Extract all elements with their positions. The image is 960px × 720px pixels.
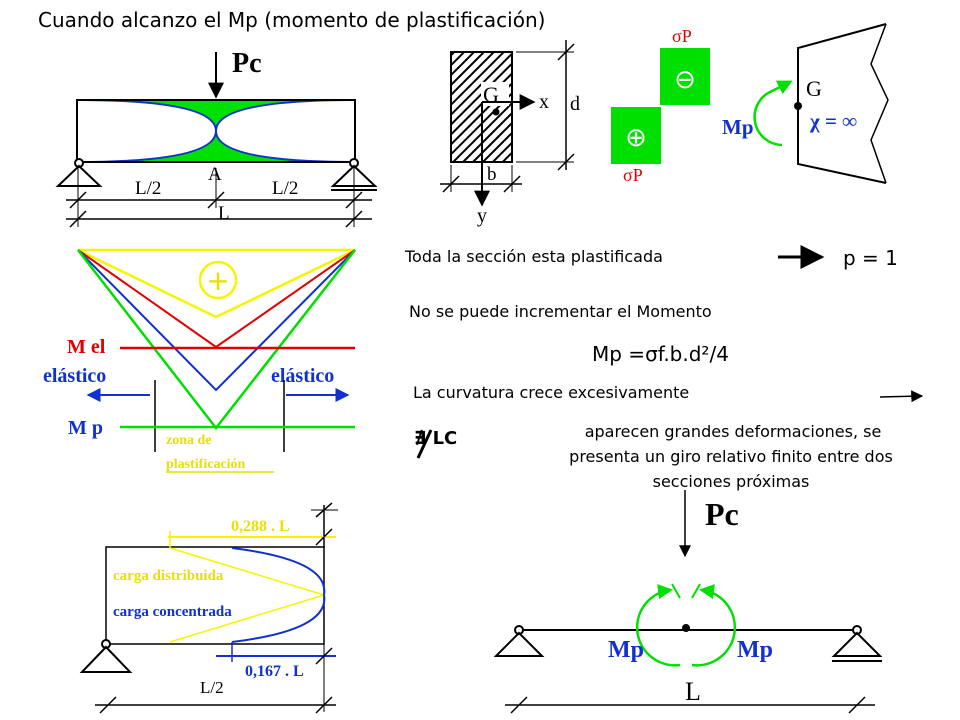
compression-sign: ⊖ — [674, 65, 696, 95]
right-roller-support — [831, 631, 883, 657]
left-pin-support — [55, 164, 103, 187]
plus-sign: + — [206, 264, 229, 297]
deformations-text: secciones próximas — [653, 472, 810, 491]
load-label: Pc — [232, 48, 262, 79]
moment-label: Mp — [722, 115, 754, 139]
statements: Toda la sección esta plastificada p = 1 … — [404, 245, 924, 491]
deformations-text: presenta un giro relativo finito entre d… — [569, 447, 893, 466]
yellow-moment-line — [77, 248, 356, 319]
section-outline — [797, 23, 887, 184]
half-span-label: L/2 — [200, 678, 224, 697]
span-label: L — [685, 677, 701, 706]
plastic-boundary-curve — [76, 99, 356, 163]
lc-marker: ∄ LC — [414, 428, 457, 449]
half-span-label: L/2 — [135, 178, 161, 199]
m-p-label: M p — [68, 417, 103, 439]
dimension-bottom-label: 0,167 . L — [245, 663, 304, 680]
section-rotation-detail: G Mp χ = ∞ — [722, 23, 889, 184]
x-axis-label: x — [539, 91, 549, 113]
plastic-hinge-beam: Pc Mp Mp L — [493, 490, 883, 714]
p-value: p = 1 — [843, 246, 898, 270]
depth-label: d — [570, 93, 580, 115]
zone-label: zona de — [166, 433, 212, 448]
no-increase-text: No se puede incrementar el Momento — [409, 302, 712, 321]
plus-circle — [198, 260, 238, 300]
mp-left-label: Mp — [608, 637, 644, 663]
span-label: L — [218, 203, 230, 224]
elastic-left-label: elástico — [43, 365, 106, 387]
beam-with-point-load: Pc A L/2 L/2 L — [55, 48, 378, 228]
left-pin-support — [493, 631, 545, 657]
curvature-label: χ = ∞ — [809, 109, 857, 133]
m-el-label: M el — [67, 336, 106, 358]
moment-arrow — [753, 80, 793, 147]
concentrated-boundary — [231, 547, 326, 643]
moment-diagram: + M el elástico elástico M p zona de pla… — [43, 248, 356, 473]
hinge-point — [682, 624, 690, 632]
centroid-label: G — [483, 82, 499, 107]
curvature-text: La curvatura crece excesivamente — [413, 383, 689, 402]
concentrated-load-label: carga concentrada — [113, 604, 232, 620]
deformations-text: aparecen grandes deformaciones, se — [585, 422, 882, 441]
implies-arrow — [879, 390, 924, 403]
centroid-label: G — [806, 76, 822, 101]
half-span-label: L/2 — [272, 178, 298, 199]
dimension-top-label: 0,288 . L — [231, 518, 290, 535]
tension-sign: ⊕ — [625, 123, 647, 153]
distributed-boundary — [169, 547, 325, 596]
load-label: Pc — [705, 496, 739, 532]
page-title: Cuando alcanzo el Mp (momento de plastif… — [38, 8, 545, 32]
compression-block — [660, 48, 710, 105]
mp-formula: Mp =σf.b.d²/4 — [592, 342, 729, 366]
plastic-stress-diagram: σP ⊖ ⊕ σP — [611, 26, 710, 185]
sigma-p-label: σP — [672, 26, 692, 46]
zone-label: plastificación — [166, 457, 246, 472]
tension-block — [611, 107, 661, 164]
distributed-boundary — [169, 594, 325, 643]
point-a-label: A — [208, 164, 222, 185]
elastic-right-label: elástico — [271, 365, 334, 387]
blue-moment-line — [77, 249, 356, 392]
broken-edge — [870, 23, 889, 184]
cross-section: G x y d b — [440, 40, 580, 227]
hinge-rotation-right — [691, 584, 737, 667]
mp-right-label: Mp — [737, 637, 773, 663]
fully-plastic-text: Toda la sección esta plastificada — [404, 247, 663, 266]
plastic-zone-fill — [77, 100, 355, 162]
distributed-load-label: carga distribuida — [113, 568, 224, 584]
sigma-p-label: σP — [623, 165, 643, 185]
hinge-rotation-left — [635, 584, 681, 667]
y-axis-label: y — [477, 205, 487, 227]
pin-support — [79, 645, 133, 673]
width-label: b — [487, 164, 497, 185]
plastic-zone-length-diagram: carga distribuida carga concentrada 0,28… — [79, 502, 338, 714]
